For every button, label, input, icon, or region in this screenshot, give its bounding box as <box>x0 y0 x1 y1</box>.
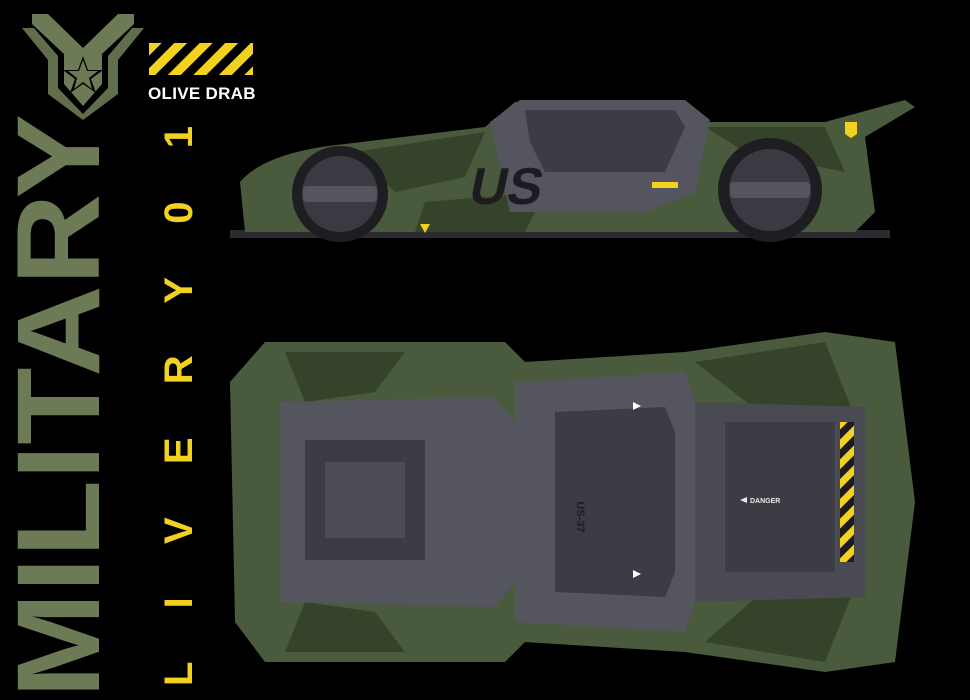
side-number-decal: US <box>465 158 550 216</box>
rear-wheel <box>718 138 822 242</box>
warning-label-decal: DANGER <box>750 498 780 505</box>
title-sub: LIVERY01 <box>140 108 200 688</box>
front-wheel <box>292 146 388 242</box>
title-main-text: MILITARY <box>7 114 107 698</box>
roof-code-decal: US-37 <box>574 501 586 532</box>
star-chevron-emblem-icon <box>18 10 148 120</box>
car-top-view: US-37 DANGER <box>225 322 925 682</box>
variant-label: OLIVE DRAB <box>148 84 256 103</box>
title-sub-text: LIVERY01 <box>157 126 200 686</box>
hazard-stripe-icon <box>149 43 253 75</box>
title-main: MILITARY <box>7 110 107 700</box>
car-side-view: US <box>225 82 925 257</box>
